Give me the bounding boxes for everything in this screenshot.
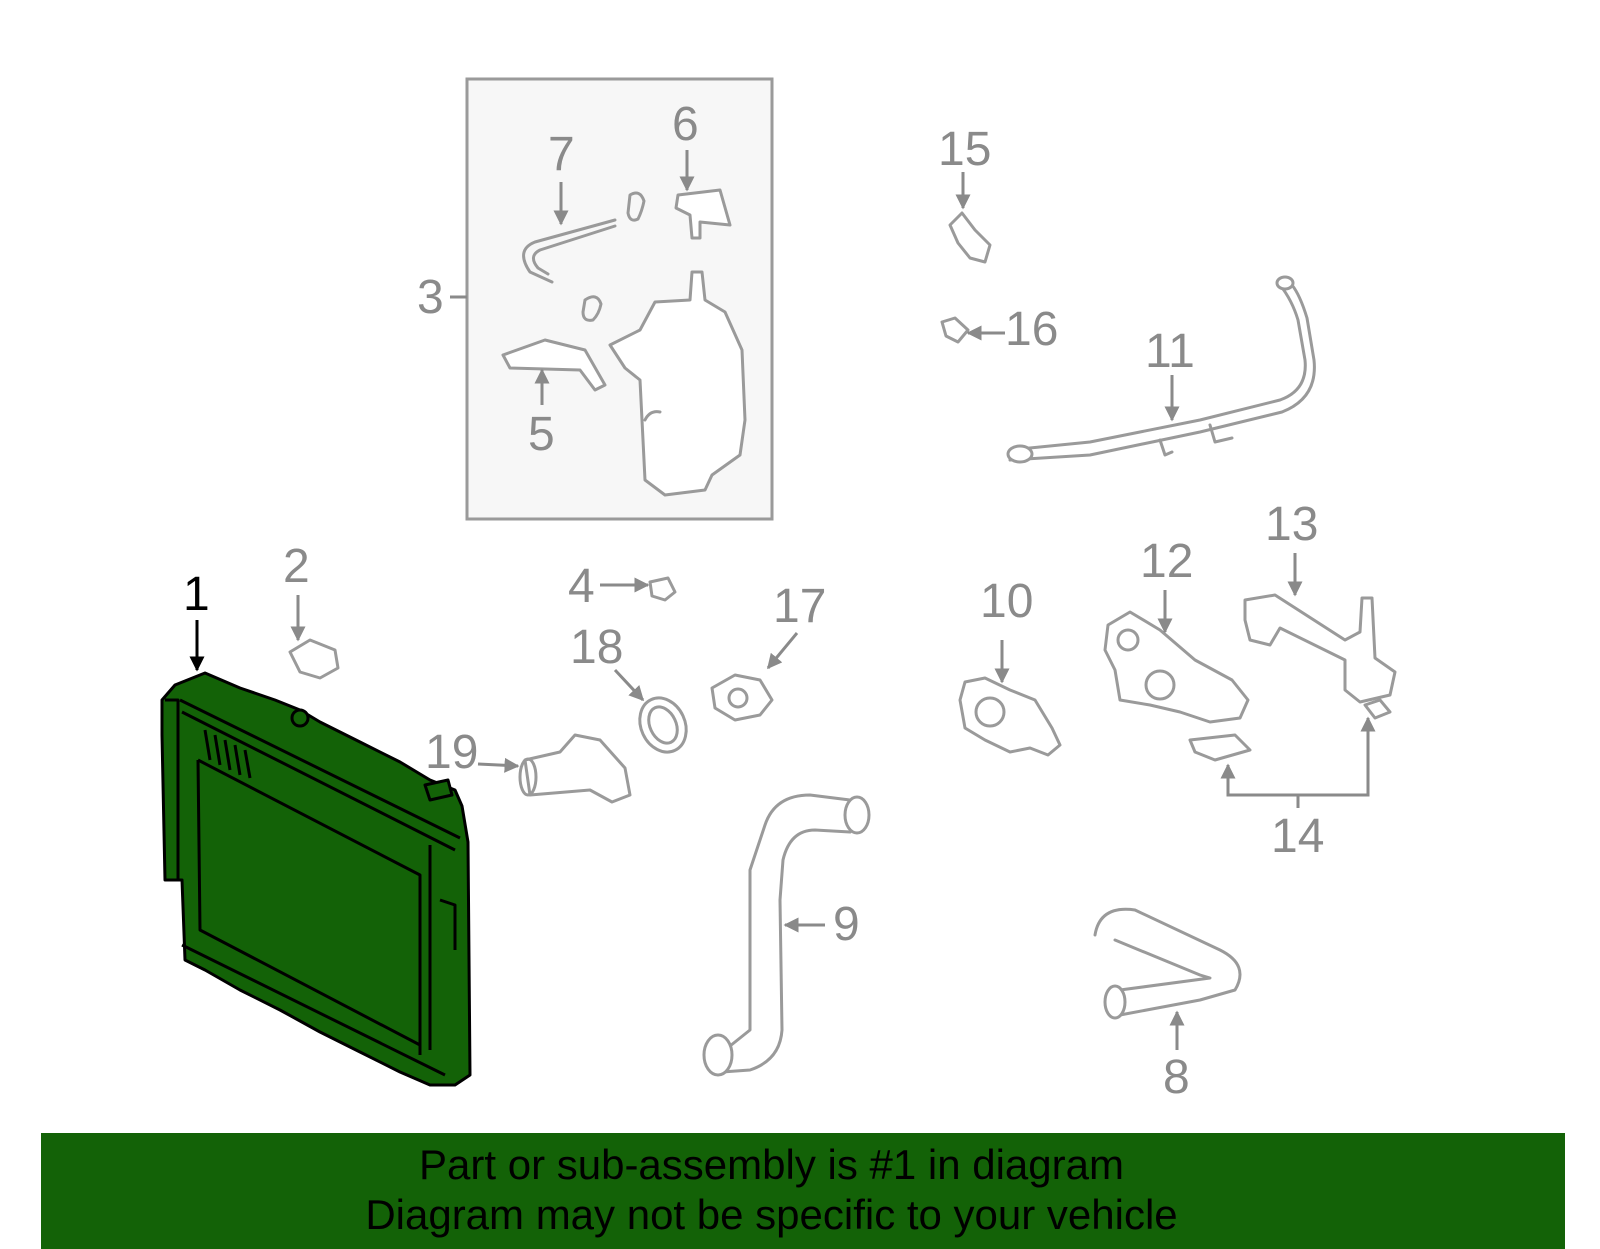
footer-banner-bg [41, 1133, 1565, 1249]
callout-11[interactable]: 11 [1145, 325, 1195, 378]
callout-6[interactable]: 6 [672, 98, 699, 151]
upper-hose-part [1093, 907, 1242, 1017]
gasket-18-part [638, 696, 688, 754]
water-pipe-part [1008, 283, 1307, 452]
water-pipe-end [1006, 444, 1034, 464]
part-16-group: 16 [940, 303, 1058, 356]
callout-2[interactable]: 2 [283, 540, 310, 593]
part-11-group: 11 [1006, 275, 1316, 464]
callout-14[interactable]: 14 [1271, 810, 1324, 863]
leader-14-bracket [1226, 730, 1370, 797]
radiator-group: 1 [160, 568, 472, 1087]
part-8-group: 8 [1093, 907, 1242, 1104]
thermostat-housing-part [958, 676, 1062, 757]
callout-7[interactable]: 7 [548, 128, 575, 181]
plug-4-part [648, 576, 677, 602]
callout-4[interactable]: 4 [568, 560, 595, 613]
radiator-part[interactable] [160, 671, 472, 1087]
water-pipe-bracket [1158, 438, 1174, 457]
thermostat-part [710, 673, 774, 722]
water-outlet-part [523, 733, 632, 804]
footer-banner: Part or sub-assembly is #1 in diagram Di… [41, 1133, 1565, 1249]
callout-12[interactable]: 12 [1140, 535, 1193, 588]
part-4-group: 4 [568, 560, 677, 613]
callout-1[interactable]: 1 [183, 568, 210, 621]
reservoir-tank-part [608, 270, 747, 497]
part-18-group: 18 [570, 621, 688, 754]
leader-18 [613, 668, 645, 702]
lower-hose-bottom-end [702, 1033, 734, 1077]
upper-hose-inner [1113, 938, 1212, 992]
callout-9[interactable]: 9 [833, 898, 860, 951]
thermostat-housing-bore [974, 696, 1006, 728]
temperature-sensor-part [948, 211, 992, 264]
part-15-group: 15 [938, 123, 992, 264]
radiator-inlet-neck [423, 778, 454, 802]
part-17-group: 17 [710, 580, 826, 722]
gasket-18-inner [647, 705, 679, 745]
lower-hose-outer [720, 828, 852, 1074]
radiator-cap-part [288, 638, 340, 680]
water-inlet-bore [1144, 669, 1176, 701]
upper-hose-end [1103, 984, 1127, 1020]
part-10-group: 10 [958, 575, 1062, 757]
water-outlet-end [518, 757, 538, 797]
part-13-group: 13 [1243, 498, 1397, 704]
reservoir-hose-inner [532, 224, 617, 276]
callout-15[interactable]: 15 [938, 123, 991, 176]
callout-17[interactable]: 17 [773, 580, 826, 633]
callout-13[interactable]: 13 [1265, 498, 1318, 551]
reservoir-cap-part [674, 188, 732, 240]
callout-16[interactable]: 16 [1005, 303, 1058, 356]
part-19-group: 19 [425, 726, 632, 804]
leader-17 [766, 632, 799, 670]
footer-line-2: Diagram may not be specific to your vehi… [365, 1191, 1178, 1238]
part-2-group: 2 [283, 540, 340, 680]
reservoir-bracket-part [501, 338, 607, 392]
part-14-group: 14 [1188, 698, 1392, 863]
radiator-fin-lines [203, 729, 252, 779]
hose-clamp-upper [626, 191, 646, 222]
thermostat-center [727, 687, 749, 709]
callout-10[interactable]: 10 [980, 575, 1033, 628]
lower-hose-part [710, 793, 852, 1052]
footer-line-1: Part or sub-assembly is #1 in diagram [419, 1141, 1124, 1188]
lower-hose-top-end [843, 795, 871, 835]
leader-19 [477, 757, 520, 773]
part-9-group: 9 [702, 793, 871, 1077]
gasket-14-left [1188, 733, 1252, 762]
water-pipe-top-end [1275, 275, 1295, 291]
water-pipe-outer [1008, 283, 1316, 462]
radiator-frame-lines [179, 698, 461, 1077]
callout-18[interactable]: 18 [570, 621, 623, 674]
callout-5[interactable]: 5 [528, 408, 555, 461]
callout-8[interactable]: 8 [1163, 1051, 1190, 1104]
radiator-tank-lines [165, 698, 457, 1050]
radiator-drain-plug [290, 708, 310, 728]
hose-clamp-lower [581, 295, 603, 322]
water-pipe-housing-part [1243, 593, 1397, 704]
plug-16-part [940, 316, 970, 344]
water-inlet-housing-part [1103, 610, 1250, 724]
gasket-14-right [1363, 698, 1392, 720]
reservoir-tank-detail [643, 410, 662, 422]
water-inlet-flange [1116, 628, 1140, 652]
reservoir-hose-part [522, 218, 617, 284]
part-12-group: 12 [1103, 535, 1250, 724]
water-pipe-bracket-2 [1208, 423, 1234, 444]
callout-19[interactable]: 19 [425, 726, 478, 779]
callout-3[interactable]: 3 [417, 271, 444, 324]
reservoir-assembly-group: 3 7 6 5 [417, 77, 774, 521]
